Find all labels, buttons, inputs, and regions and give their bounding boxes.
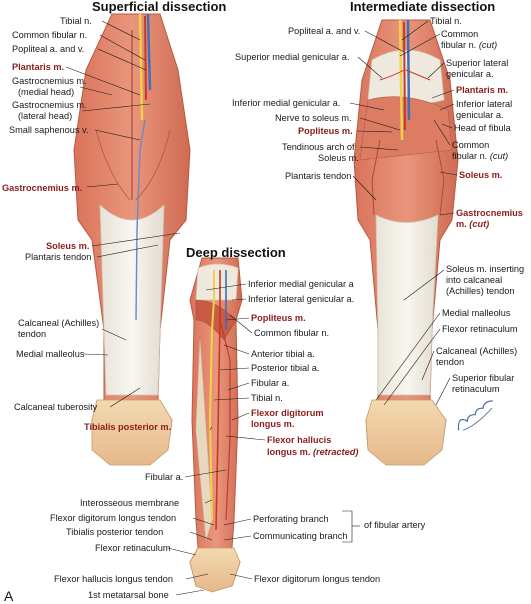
label-deep-fibular-a-lower: Fibular a. xyxy=(145,472,183,482)
label-int-common-fibular-cut-b-2: fibular n. (cut) xyxy=(452,151,508,161)
superficial-labels: Tibial n. Common fibular n. Popliteal a.… xyxy=(2,16,99,412)
label-deep-fdl-tendon: Flexor digitorum longus tendon xyxy=(50,513,176,523)
label-deep-tibial-n: Tibial n. xyxy=(251,393,283,403)
label-deep-communicating-branch: Communicating branch xyxy=(253,531,347,541)
label-common-fibular-n: Common fibular n. xyxy=(12,30,87,40)
label-int-soleus-m: Soleus m. xyxy=(459,170,502,180)
label-soleus-m-red: Soleus m. xyxy=(46,241,89,251)
label-int-superior-fibular: Superior fibular xyxy=(452,373,514,383)
label-deep-common-fibular-n: Common fibular n. xyxy=(254,328,329,338)
deep-title: Deep dissection xyxy=(186,245,286,260)
superficial-title: Superficial dissection xyxy=(92,0,226,14)
label-int-nerve-to-soleus: Nerve to soleus m. xyxy=(275,113,352,123)
label-deep-flexor-digitorum-2: longus m. xyxy=(251,419,294,429)
label-int-sup-lateral-genicular: Superior lateral xyxy=(446,58,508,68)
label-int-soleus-inserting-3: (Achilles) tendon xyxy=(446,286,514,296)
label-int-calcaneal-tendon: Calcaneal (Achilles) xyxy=(436,346,517,356)
label-deep-inf-lateral-genicular: Inferior lateral genicular a. xyxy=(248,294,354,304)
label-calcaneal-tendon: Calcaneal (Achilles) xyxy=(18,318,99,328)
label-int-inf-lateral-genicular: Inferior lateral xyxy=(456,99,512,109)
label-int-medial-malleolus: Medial malleolus xyxy=(442,308,511,318)
label-int-gastrocnemius-cut-2: m. (cut) xyxy=(456,219,489,229)
label-int-inf-medial-genicular: Inferior medial genicular a. xyxy=(232,98,340,108)
label-int-calcaneal-tendon-2: tendon xyxy=(436,357,464,367)
label-int-tendinous-arch-2: Soleus m. xyxy=(318,153,359,163)
label-deep-inf-medial-genicular: Inferior medial genicular a xyxy=(248,279,355,289)
label-int-soleus-inserting: Soleus m. inserting xyxy=(446,264,524,274)
label-int-head-of-fibula: Head of fibula xyxy=(454,123,512,133)
label-deep-fdl-tendon-lower: Flexor digitorum longus tendon xyxy=(254,574,380,584)
label-int-common-fibular-cut: Common xyxy=(441,29,478,39)
label-deep-perforating-branch: Perforating branch xyxy=(253,514,329,524)
label-deep-flexor-digitorum: Flexor digitorum xyxy=(251,408,323,418)
label-deep-fhl-tendon: Flexor hallucis longus tendon xyxy=(54,574,173,584)
label-int-superior-fibular-2: retinaculum xyxy=(452,384,500,394)
intermediate-leader-lines xyxy=(349,20,458,406)
label-int-gastrocnemius-cut: Gastrocnemius xyxy=(456,208,523,218)
label-deep-of-fibular-artery: of fibular artery xyxy=(364,520,426,530)
label-plantaris-tendon: Plantaris tendon xyxy=(25,252,91,262)
deep-leader-lines xyxy=(167,283,360,596)
label-deep-posterior-tibial-a: Posterior tibial a. xyxy=(251,363,319,373)
label-deep-interosseous-membrane: Interosseous membrane xyxy=(80,498,179,508)
label-int-tibial-n: Tibial n. xyxy=(430,16,462,26)
figure-letter: A xyxy=(4,588,14,604)
deep-leg-illustration xyxy=(189,257,243,593)
label-deep-anterior-tibial-a: Anterior tibial a. xyxy=(251,349,315,359)
label-gastrocnemius-medial: Gastrocnemius m. xyxy=(12,76,87,86)
label-gastrocnemius-medial-2: (medial head) xyxy=(18,87,74,97)
label-small-saphenous-v: Small saphenous v. xyxy=(9,125,89,135)
label-medial-malleolus: Medial malleolus xyxy=(16,349,85,359)
label-deep-1st-metatarsal: 1st metatarsal bone xyxy=(88,590,169,600)
netter-signature xyxy=(457,400,493,431)
intermediate-leg-illustration xyxy=(353,19,459,466)
label-deep-flexor-hallucis: Flexor hallucis xyxy=(267,435,331,445)
label-plantaris-m: Plantaris m. xyxy=(12,62,64,72)
label-deep-flexor-retinaculum: Flexor retinaculum xyxy=(95,543,171,553)
label-int-common-fibular-cut-2: fibular n. (cut) xyxy=(441,40,497,50)
label-int-plantaris-m: Plantaris m. xyxy=(456,85,508,95)
label-int-common-fibular-cut-b: Common xyxy=(452,140,489,150)
label-int-popliteus-m: Popliteus m. xyxy=(298,126,353,136)
label-int-inf-lateral-genicular-2: genicular a. xyxy=(456,110,504,120)
label-deep-tibialis-posterior-tendon: Tibialis posterior tendon xyxy=(66,527,163,537)
label-int-sup-medial-genicular: Superior medial genicular a. xyxy=(235,52,349,62)
label-gastrocnemius-lateral: Gastrocnemius m. xyxy=(12,100,87,110)
label-calcaneal-tendon-2: tendon xyxy=(18,329,46,339)
label-int-plantaris-tendon: Plantaris tendon xyxy=(285,171,351,181)
label-deep-fibular-a: Fibular a. xyxy=(251,378,289,388)
deep-labels: Inferior medial genicular a Inferior lat… xyxy=(50,279,426,600)
label-gastrocnemius-m-red: Gastrocnemius m. xyxy=(2,183,82,193)
superficial-leader-lines xyxy=(65,20,181,408)
label-int-soleus-inserting-2: into calcaneal xyxy=(446,275,502,285)
label-deep-flexor-hallucis-2: longus m. (retracted) xyxy=(267,447,358,457)
label-gastrocnemius-lateral-2: (lateral head) xyxy=(18,111,72,121)
label-popliteal-a-v: Popliteal a. and v. xyxy=(12,44,84,54)
label-int-tendinous-arch: Tendinous arch of xyxy=(282,142,355,152)
label-int-sup-lateral-genicular-2: genicular a. xyxy=(446,69,494,79)
label-tibial-n: Tibial n. xyxy=(60,16,92,26)
label-calcaneal-tuberosity: Calcaneal tuberosity xyxy=(14,402,98,412)
intermediate-labels: Tibial n. Common fibular n. (cut) Poplit… xyxy=(232,16,524,394)
intermediate-title: Intermediate dissection xyxy=(350,0,495,14)
label-deep-tibialis-posterior: Tibialis posterior m. xyxy=(84,422,171,432)
label-int-flexor-retinaculum: Flexor retinaculum xyxy=(442,324,518,334)
label-int-popliteal-a-v: Popliteal a. and v. xyxy=(288,26,360,36)
label-deep-popliteus-m: Popliteus m. xyxy=(251,313,306,323)
superficial-leg-illustration xyxy=(73,13,191,466)
